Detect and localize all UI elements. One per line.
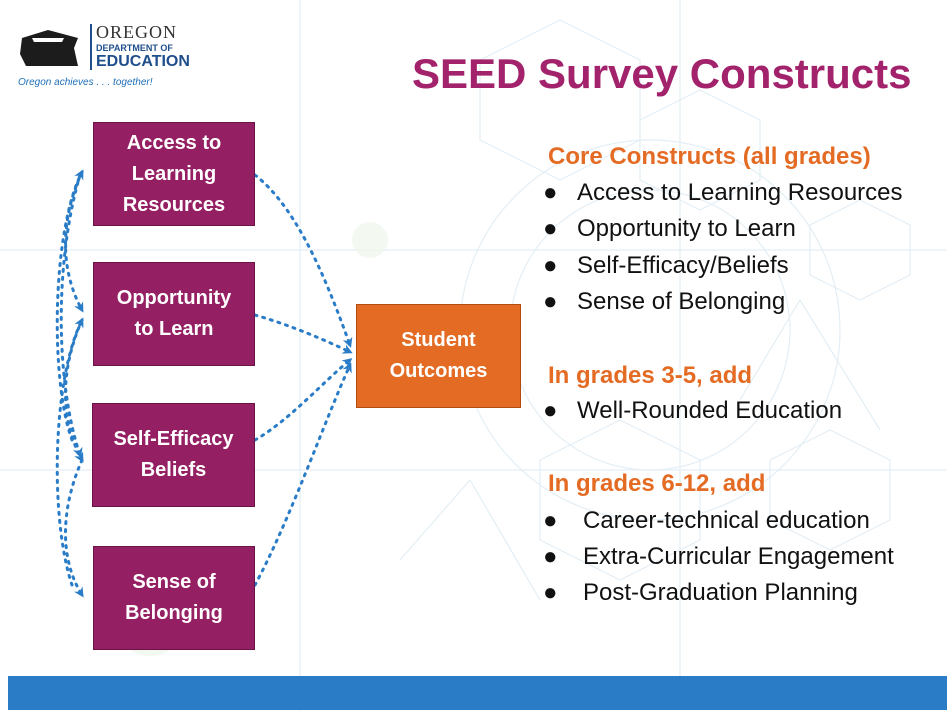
oregon-map-icon (20, 30, 78, 66)
list-item: ● Post-Graduation Planning (543, 579, 858, 607)
outcome-line2: Outcomes (389, 360, 488, 382)
construct-belonging-line1: Sense of (132, 571, 216, 593)
bullet-icon: ● (543, 215, 558, 242)
list-item-text: Well-Rounded Education (577, 397, 843, 424)
heading-grades-6-12: In grades 6-12, add (548, 470, 766, 497)
page-title: SEED Survey Constructs (412, 50, 912, 97)
footer-bar (8, 676, 947, 710)
bullet-icon: ● (543, 179, 558, 206)
list-item: ● Access to Learning Resources (543, 179, 903, 207)
odE-logo: OREGON DEPARTMENT OF EDUCATION Oregon ac… (18, 22, 198, 94)
construct-access-line2: Learning (131, 162, 217, 185)
outcome-line1: Student (401, 329, 476, 351)
list-item: ● Self-Efficacy/Beliefs (543, 252, 789, 280)
bullet-icon: ● (543, 543, 558, 570)
logo-divider (90, 24, 92, 70)
construct-belonging: Sense of Belonging (93, 546, 255, 650)
logo-oregon: OREGON (96, 22, 177, 42)
bullet-icon: ● (543, 288, 558, 315)
list-item: ● Extra-Curricular Engagement (543, 543, 894, 571)
construct-belonging-line2: Belonging (125, 602, 223, 624)
list-item: ● Opportunity to Learn (543, 215, 796, 243)
list-item-text: Extra-Curricular Engagement (583, 543, 894, 570)
logo-education: EDUCATION (96, 53, 190, 70)
list-item: ● Career-technical education (543, 507, 870, 535)
logo-department: DEPARTMENT OF (96, 43, 173, 53)
heading-grades-3-5: In grades 3-5, add (548, 362, 753, 389)
list-item-text: Opportunity to Learn (577, 215, 796, 242)
logo-tagline: Oregon achieves . . . together! (18, 77, 153, 88)
list-item-text: Self-Efficacy/Beliefs (577, 252, 789, 279)
list-item-text: Career-technical education (583, 507, 870, 534)
construct-self-efficacy-line2: Beliefs (140, 459, 207, 481)
construct-access-line3: Resources (122, 193, 226, 216)
construct-self-efficacy-line1: Self-Efficacy (113, 428, 234, 450)
bullet-icon: ● (543, 507, 558, 534)
construct-opportunity-line1: Opportunity (116, 287, 232, 309)
heading-core-constructs: Core Constructs (all grades) (548, 143, 871, 170)
list-item: ● Sense of Belonging (543, 288, 785, 316)
bullet-icon: ● (543, 579, 558, 606)
list-item-text: Access to Learning Resources (577, 179, 903, 206)
list-item-text: Sense of Belonging (577, 288, 786, 315)
construct-opportunity: Opportunity to Learn (93, 262, 255, 366)
list-item-text: Post-Graduation Planning (583, 579, 858, 606)
construct-access-line1: Access to (126, 131, 222, 154)
construct-opportunity-line2: to Learn (134, 318, 214, 340)
bullet-icon: ● (543, 397, 558, 424)
list-item: ● Well-Rounded Education (543, 397, 842, 425)
bullet-icon: ● (543, 252, 558, 279)
